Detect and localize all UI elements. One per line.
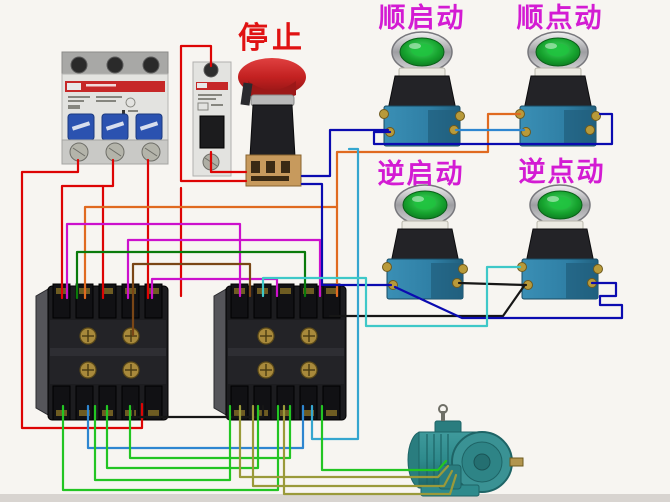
wire-red-6 xyxy=(209,150,248,174)
wire-olive-1 xyxy=(238,404,450,479)
wire-olive-3 xyxy=(282,404,458,496)
motor-shaft xyxy=(509,457,524,467)
label-forward-jog: 顺点动 xyxy=(517,3,604,34)
three-phase-motor xyxy=(407,404,524,497)
spec-text-lines xyxy=(68,96,138,116)
label-forward-start: 顺启动 xyxy=(379,3,466,34)
wire-dkgreen-1 xyxy=(75,250,307,300)
wire-black-3 xyxy=(131,404,265,419)
wire-layer xyxy=(20,44,624,496)
forward-start-pushbutton[interactable] xyxy=(378,31,466,147)
metal-ring xyxy=(250,94,295,107)
contactor-reverse xyxy=(213,283,347,421)
label-reverse-start: 逆启动 xyxy=(378,158,465,190)
top-terminal xyxy=(70,56,88,74)
wire-cyan-1 xyxy=(261,265,522,328)
label-reverse-jog: 逆点动 xyxy=(519,156,606,188)
wire-magenta-1 xyxy=(65,222,242,300)
wire-navy-3 xyxy=(372,112,614,146)
wire-green-1 xyxy=(61,404,280,492)
wire-green-4 xyxy=(128,404,292,460)
wire-magenta-3 xyxy=(150,277,279,300)
wire-red-5 xyxy=(179,44,248,183)
wire-sky-1 xyxy=(310,147,360,441)
wire-orange-1 xyxy=(335,112,522,298)
wire-black-1 xyxy=(457,281,528,287)
forward-jog-pushbutton[interactable] xyxy=(514,31,602,147)
wire-blue-2 xyxy=(86,404,305,450)
reverse-jog-pushbutton[interactable] xyxy=(516,184,604,300)
wire-olive-2 xyxy=(251,404,454,488)
top-terminal xyxy=(106,56,124,74)
wire-navy-4 xyxy=(393,281,624,320)
wire-green-3 xyxy=(105,404,260,470)
bottom-terminal-screws xyxy=(69,142,161,162)
wire-navy-1 xyxy=(300,128,390,178)
wire-navy-2 xyxy=(300,182,393,287)
breaker-toggles[interactable] xyxy=(67,113,163,141)
top-terminal xyxy=(142,56,160,74)
breaker-toggle[interactable] xyxy=(199,115,225,149)
contactor-forward xyxy=(35,283,169,421)
wire-magenta-2 xyxy=(126,238,322,300)
brand-band xyxy=(196,82,228,90)
circuit-breaker-3pole xyxy=(61,51,169,165)
wire-green-2 xyxy=(93,404,232,482)
wire-green-5 xyxy=(320,404,448,472)
switch-body xyxy=(249,104,296,158)
reverse-start-pushbutton[interactable] xyxy=(381,184,469,300)
wire-brown-1 xyxy=(131,262,252,337)
wire-red-1 xyxy=(20,158,144,430)
wire-red-2 xyxy=(60,158,115,300)
label-stop: 停止 xyxy=(238,21,306,56)
wire-orange-2 xyxy=(83,205,339,300)
stop-pushbutton xyxy=(238,58,306,187)
wire-black-2 xyxy=(328,284,526,318)
photo-bottom-edge xyxy=(0,494,670,502)
